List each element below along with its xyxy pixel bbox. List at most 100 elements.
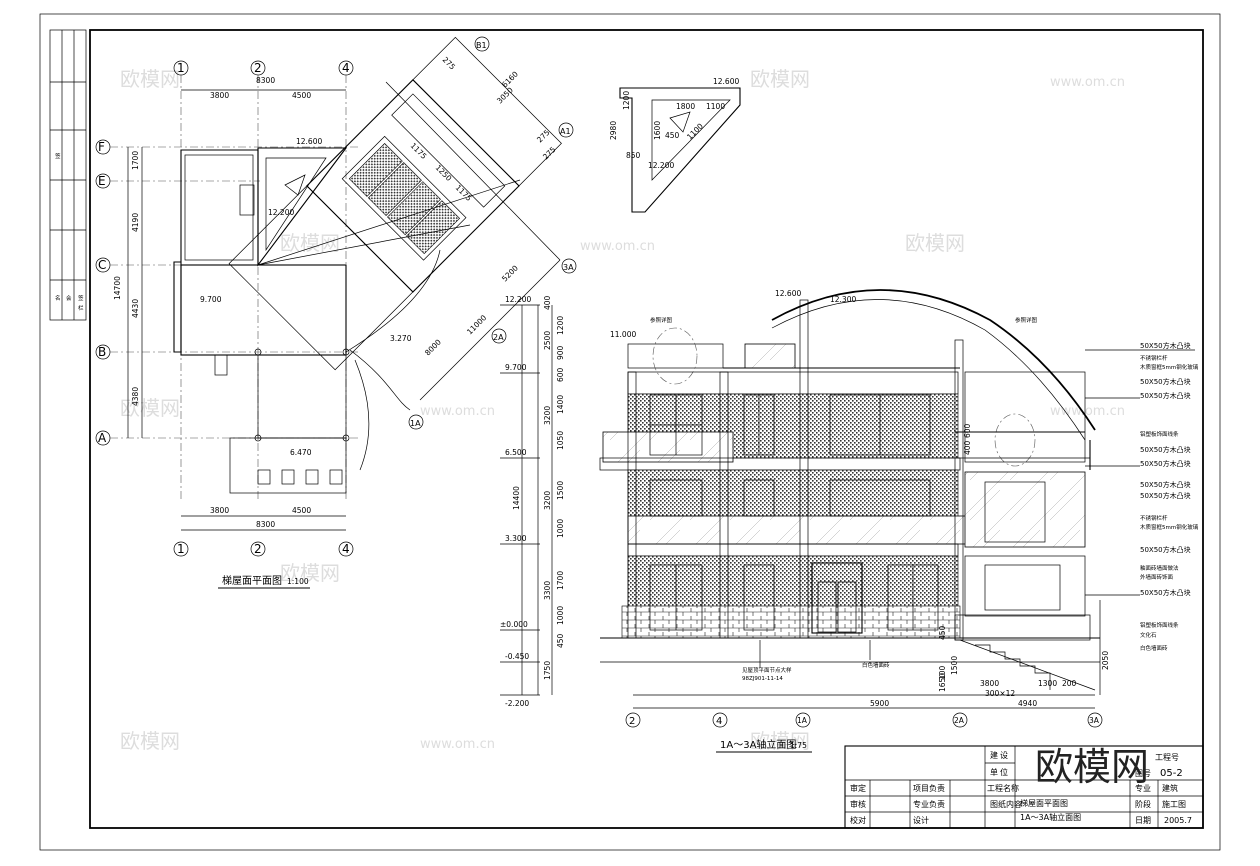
axis-left-B: B <box>98 345 106 359</box>
rot-dim-6: 275 <box>541 145 558 162</box>
elev-dim-4940: 4940 <box>1018 699 1037 708</box>
elev-axis-2: 2 <box>629 716 635 727</box>
tb-value-stage: 施工图 <box>1162 799 1186 809</box>
elev-dv-16: 1000 <box>556 519 565 538</box>
elevation: 12.200 11.000 9.700 6.500 3.300 ±0.000 -… <box>500 289 1199 753</box>
rot-dim-9: 1250 <box>434 163 454 183</box>
elev-dr-1000: 600 <box>963 423 972 438</box>
plan-dim-left: 3800 <box>210 91 229 100</box>
note-r-6: 50X50方木凸块 <box>1140 445 1191 454</box>
elev-level-2200: -2.200 <box>505 699 529 708</box>
watermark-7: 欧模网 <box>120 396 180 420</box>
note-r-15: 外墙面砖饰面 <box>1140 573 1174 581</box>
elev-dv-20: 1000 <box>556 606 565 625</box>
axis-left-F: F <box>98 140 105 154</box>
elev-axis-3A: 3A <box>1089 716 1100 725</box>
tb-drawing-label: 图纸内容 <box>990 799 1022 809</box>
note-b-1: 见屋顶平面节点大样 <box>742 666 792 674</box>
elev-dv-14: 3200 <box>543 491 552 510</box>
tb-row1-a: 建 <box>990 750 998 760</box>
axis-B1: B1 <box>476 41 487 50</box>
watermark-8: www.om.cn <box>420 404 495 419</box>
strip-char-2: 名 <box>55 294 61 302</box>
elev-dim-200: 200 <box>1062 679 1077 688</box>
plan-level-9700: 9.700 <box>200 295 222 304</box>
detail-level-12200: 12.200 <box>648 161 674 170</box>
elev-level-12300: 12.300 <box>830 295 856 304</box>
elev-axis-1A: 1A <box>797 716 808 725</box>
axis-top-2: 2 <box>254 61 262 75</box>
note-b-2: 98ZJ901-11-14 <box>742 676 783 682</box>
note-r-19: 白色墙面砖 <box>1140 644 1168 652</box>
note-r-3: 木质窗框5mm钢化玻璃 <box>1140 363 1199 371</box>
axis-bot-2: 2 <box>254 542 262 556</box>
elev-dr-1500: 1500 <box>950 656 959 675</box>
axis-A1: A1 <box>560 127 571 136</box>
tb-row1-b: 设 <box>1000 750 1008 760</box>
axis-2A: 2A <box>493 333 504 342</box>
elev-level-11000: 11.000 <box>610 330 636 339</box>
plan-level-12600: 12.600 <box>296 137 322 146</box>
watermark-6: www.om.cn <box>580 239 655 254</box>
elev-dv-4: 900 <box>556 345 565 360</box>
tb-drawing-content-1: 梯屋面平面图 <box>1020 798 1068 808</box>
elevation-door <box>811 562 863 634</box>
note-r-11: 不锈钢栏杆 <box>1140 514 1168 522</box>
stair-detail: 12.600 12.200 1800 1100 1200 2980 1600 8… <box>609 77 741 213</box>
elevation-axes-bottom: 5900 4940 3800 1300 200 300×12 2 4 1A 2A… <box>625 679 1103 728</box>
plan-dim-vert-4: 4380 <box>131 387 140 406</box>
plan-dim-vert-total: 14700 <box>113 276 122 300</box>
tb-label-discipline-lead: 专业负责 <box>913 799 945 809</box>
note-r-2: 不锈钢栏杆 <box>1140 354 1168 362</box>
rot-dim-7: 1175 <box>409 141 429 161</box>
watermark-12: www.om.cn <box>420 737 495 752</box>
tb-label-date: 日期 <box>1135 816 1151 825</box>
elev-dv-5: 600 <box>556 367 565 382</box>
note-r-8: 铝塑板饰面线条 <box>1140 430 1179 438</box>
strip-char-5: 栏 <box>78 304 84 312</box>
axis-left-A: A <box>98 431 107 445</box>
axis-2A-bubble <box>491 328 507 344</box>
elev-level-12200: 12.200 <box>505 295 531 304</box>
rot-dim-4: 275 <box>535 128 552 145</box>
detail-dim-1600: 1600 <box>653 121 662 140</box>
plan-bot-dim-total: 8300 <box>256 520 275 529</box>
elev-dv-23: 1750 <box>543 661 552 680</box>
note-r-18: 文化石 <box>1140 631 1157 639</box>
elev-dv-1: 400 <box>543 295 552 310</box>
detail-level-12600: 12.600 <box>713 77 739 86</box>
watermark-2: 欧模网 <box>750 67 810 91</box>
rot-dim-3: 3050 <box>495 85 515 105</box>
plan-axes-top: 1 2 4 8300 3800 4500 <box>173 60 354 500</box>
tb-drawing-no-label: 图号 <box>1135 769 1151 778</box>
tb-label-approve: 审定 <box>850 783 866 793</box>
axis-3A-bubble <box>561 258 577 274</box>
tb-label-check: 校对 <box>850 815 866 825</box>
plan-dim-right: 4500 <box>292 91 311 100</box>
rot-dim-2: 6160 <box>500 69 520 89</box>
rot-dim-13: 5200 <box>500 263 520 283</box>
elevation-title: 1A～3A轴立面图 <box>720 738 796 751</box>
watermark-10: 欧模网 <box>280 561 340 585</box>
note-b-3: 白色墙面砖 <box>862 661 890 669</box>
axis-left-E: E <box>98 174 106 188</box>
watermark-3: www.om.cn <box>1050 75 1125 90</box>
detail-dim-450: 450 <box>665 131 680 140</box>
plan-level-12200: 12.200 <box>268 208 294 217</box>
watermark-9: www.om.cn <box>1050 404 1125 419</box>
elev-level-9700: 9.700 <box>505 363 527 372</box>
note-r-1: 50X50方木凸块 <box>1140 341 1191 350</box>
note-r-5: 50X50方木凸块 <box>1140 391 1191 400</box>
plan-level-6470: 6.470 <box>290 448 312 457</box>
plan-level-3270: 3.270 <box>390 334 412 343</box>
tb-row1-d: 位 <box>1000 767 1008 777</box>
tb-project-label: 工程名称 <box>987 783 1019 793</box>
tb-drawing-no: 05-2 <box>1160 768 1183 779</box>
axis-1A-bubble <box>408 414 424 430</box>
elev-dim-1300: 1300 <box>1038 679 1057 688</box>
elev-dv-21: 450 <box>556 633 565 648</box>
elev-dim-3800: 3800 <box>980 679 999 688</box>
tb-company-logo: 欧模网 <box>1035 745 1149 789</box>
note-r-7: 50X50方木凸块 <box>1140 459 1191 468</box>
